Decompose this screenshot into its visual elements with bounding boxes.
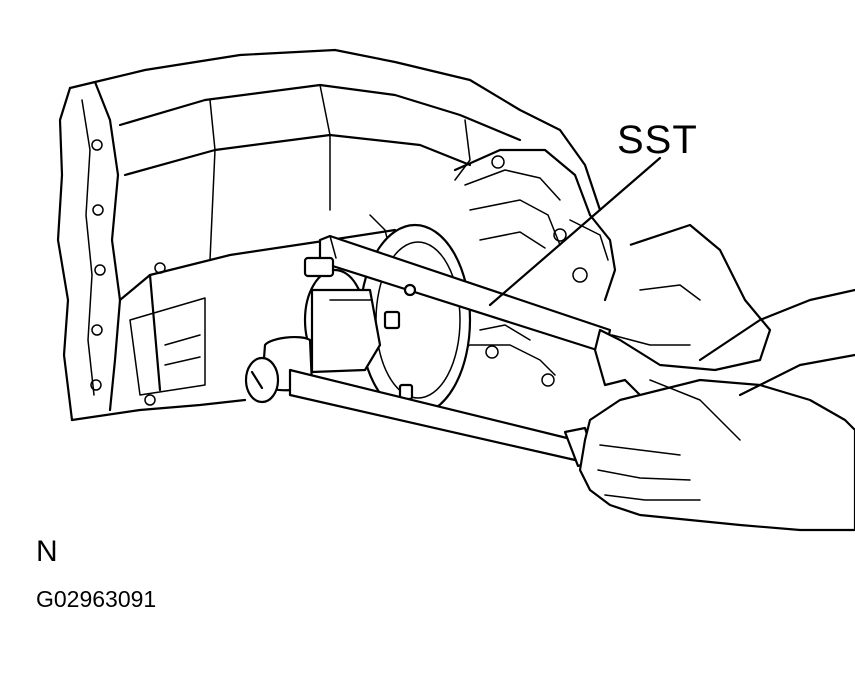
transmission-case [56, 48, 617, 422]
figure-code: G02963091 [36, 586, 157, 612]
wrench-handle [244, 335, 597, 468]
hands [578, 223, 855, 532]
companion-flange [303, 223, 472, 417]
sst-callout-label: SST [617, 118, 698, 162]
view-letter: N [36, 535, 58, 568]
sst-leader-line [488, 156, 662, 307]
